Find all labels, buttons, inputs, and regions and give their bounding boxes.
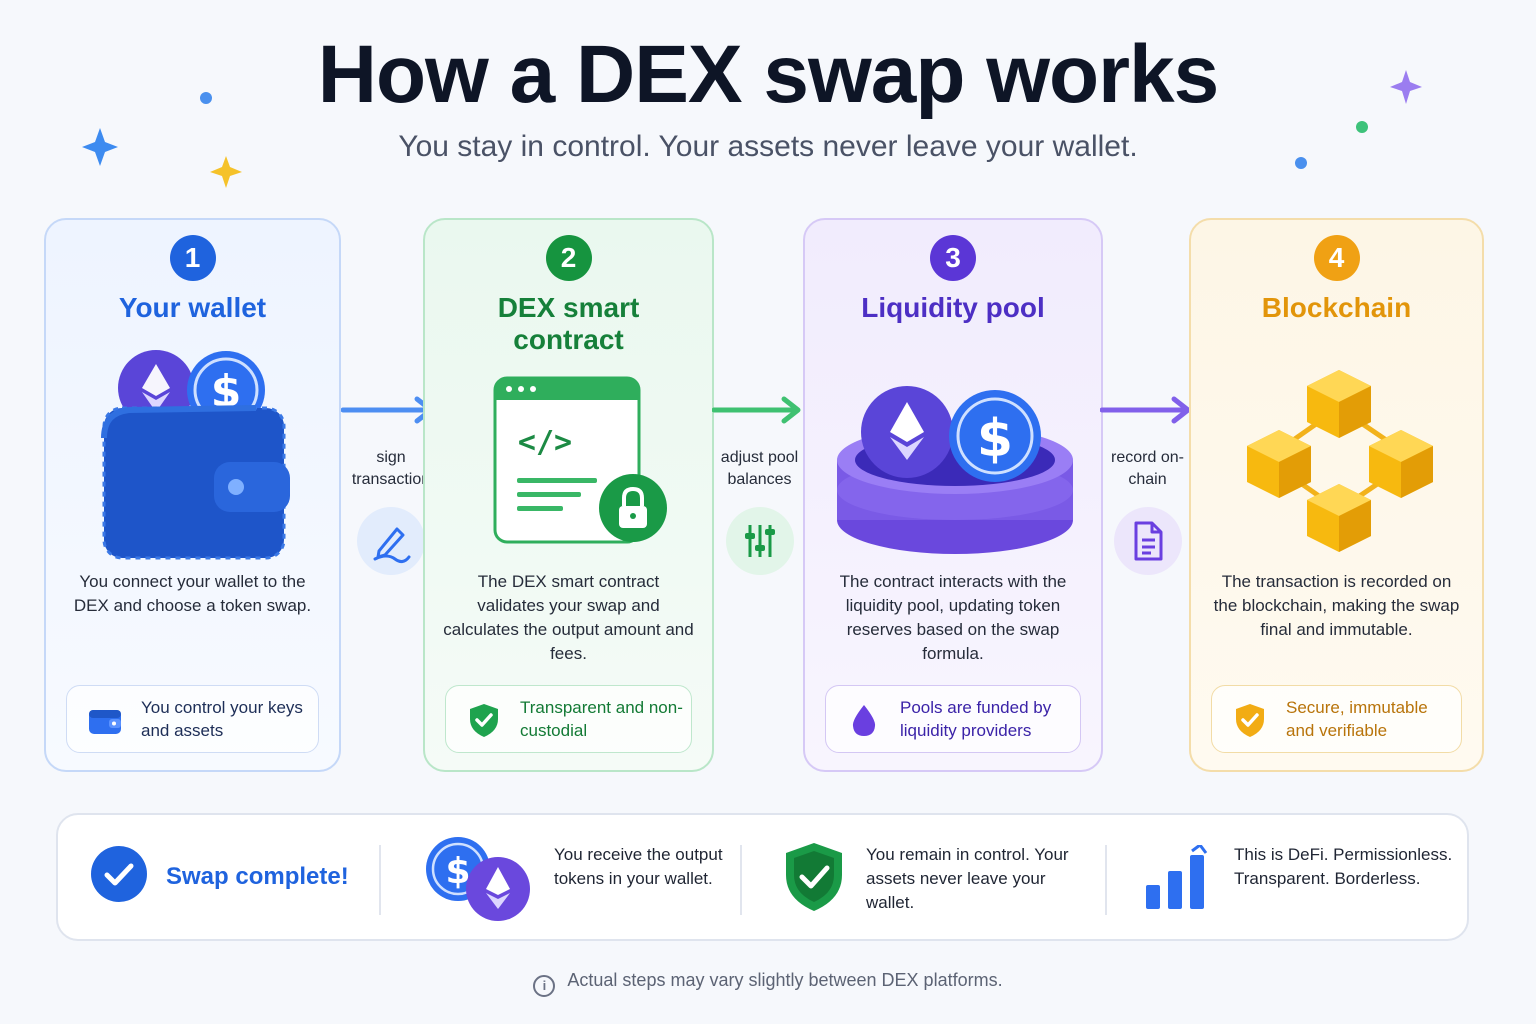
page-subtitle: You stay in control. Your assets never l…	[398, 130, 1138, 163]
sliders-icon	[725, 507, 794, 575]
shield-check-icon	[1236, 704, 1264, 737]
connector-label: sign transaction	[351, 449, 431, 488]
step-card-wallet: 1 Your wallet $ You connect your wallet …	[44, 218, 341, 772]
divider	[379, 845, 381, 915]
smart-contract-icon: </>	[493, 376, 667, 544]
liquidity-pool-illustration: $	[805, 350, 1101, 570]
step-note: You control your keys and assets	[66, 685, 319, 753]
step-card-blockchain: 4 Blockchain	[1189, 218, 1484, 772]
step-description: The transaction is recorded on the block…	[1213, 572, 1460, 639]
info-icon: i	[533, 975, 556, 997]
step-card-liquidity-pool: 3 Liquidity pool $ The contract interact…	[803, 218, 1103, 772]
note-text: Secure, immutable and verifiable	[1286, 698, 1428, 740]
wallet-icon	[89, 710, 121, 734]
swap-complete-label: Swap complete!	[166, 863, 349, 890]
connector-label: record on-chain	[1111, 449, 1184, 488]
step-note: Pools are funded by liquidity providers	[825, 685, 1081, 753]
step-note: Secure, immutable and verifiable	[1211, 685, 1462, 753]
pen-sign-icon	[357, 507, 425, 575]
svg-text:$: $	[977, 409, 1013, 469]
step-description: The contract interacts with the liquidit…	[839, 572, 1067, 663]
note-text: You control your keys and assets	[141, 698, 303, 740]
step-number-badge: 4	[1313, 235, 1360, 281]
footnote: i Actual steps may vary slightly between …	[0, 970, 1536, 997]
divider	[1105, 845, 1107, 915]
step-card-smart-contract: 2 DEX smart contract </> The DEX smart c…	[423, 218, 714, 772]
arrow-right-icon	[712, 396, 801, 424]
bar-chart-growth-icon	[1146, 845, 1208, 909]
step-note: Transparent and non-custodial	[445, 685, 692, 753]
sparkle-decorations	[82, 70, 1422, 188]
remain-in-control-text: You remain in control. Your assets never…	[866, 845, 1069, 912]
receive-tokens-text: You receive the output tokens in your wa…	[554, 845, 723, 888]
shield-check-icon	[470, 704, 498, 737]
step-description: The DEX smart contract validates your sw…	[443, 572, 694, 663]
wallet-illustration: $	[46, 350, 339, 570]
connector-label: adjust pool balances	[720, 449, 799, 488]
droplet-icon	[852, 705, 876, 736]
swap-summary-bar: Swap complete! $ You receive the output …	[56, 813, 1469, 941]
arrow-right-icon	[1100, 396, 1191, 424]
document-icon	[1113, 507, 1182, 575]
divider	[740, 845, 742, 915]
footnote-text: Actual steps may vary slightly between D…	[567, 970, 1003, 990]
step-number-badge: 3	[930, 235, 976, 281]
page-title: How a DEX swap works	[317, 29, 1220, 120]
step-description: You connect your wallet to the DEX and c…	[73, 572, 312, 615]
shield-check-icon	[786, 843, 842, 911]
step-title: Your wallet	[118, 292, 267, 323]
this-is-defi-text: This is DeFi. Permissionless. Transparen…	[1234, 845, 1453, 888]
smart-contract-illustration: </>	[425, 350, 712, 570]
step-title: DEX smart contract	[497, 292, 640, 355]
liquidity-pool-icon: $	[837, 386, 1073, 554]
svg-text:</>: </>	[518, 425, 572, 460]
note-text: Transparent and non-custodial	[520, 698, 683, 740]
check-circle-icon	[91, 846, 147, 902]
step-title: Blockchain	[1261, 292, 1412, 323]
note-text: Pools are funded by liquidity providers	[900, 698, 1052, 740]
tokens-icon: $	[426, 837, 530, 921]
wallet-icon: $	[101, 350, 290, 560]
step-title: Liquidity pool	[861, 292, 1045, 323]
blockchain-cubes-icon	[1247, 370, 1433, 552]
step-number-badge: 1	[169, 235, 216, 281]
step-number-badge: 2	[545, 235, 592, 281]
blockchain-illustration	[1191, 350, 1482, 570]
